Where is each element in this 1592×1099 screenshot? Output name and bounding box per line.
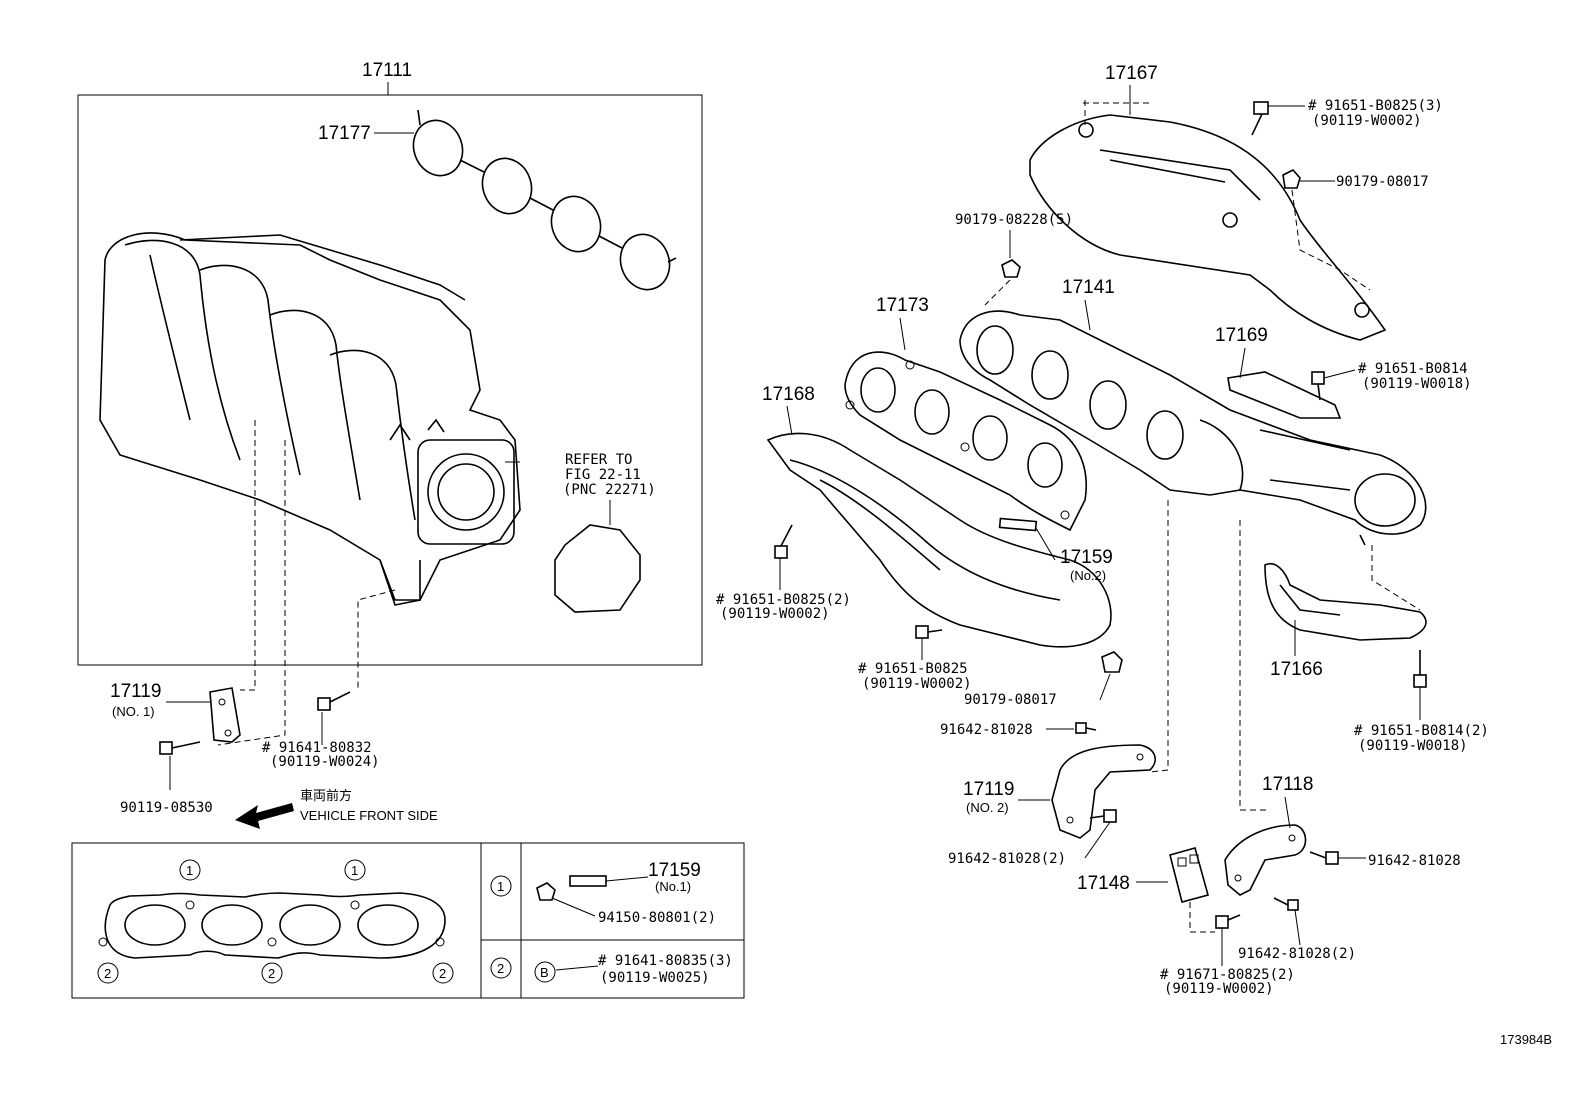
stud-17159-no2	[998, 517, 1056, 561]
bolt-90119-08530	[159, 741, 201, 790]
label-17119-no2: 17119	[963, 779, 1014, 800]
bolt-91651-b0825-2	[774, 524, 793, 590]
label-17169: 17169	[1215, 325, 1268, 346]
heat-insulator-17166	[1264, 563, 1427, 641]
front-label-jp: 車両前方	[300, 788, 352, 803]
label-17141: 17141	[1062, 277, 1115, 298]
bolt-91651-b0814	[1311, 369, 1356, 401]
label-91642-81028-b: 91642-81028	[1368, 853, 1461, 869]
nut-90179-08017-top	[1282, 169, 1335, 189]
label-17166: 17166	[1270, 659, 1323, 680]
legend-marker-2a: 2	[104, 966, 111, 981]
label-17177: 17177	[318, 123, 371, 144]
label-90179-08228: 90179-08228(5)	[955, 212, 1073, 228]
exhaust-manifold-17141	[959, 310, 1427, 546]
label-91642-81028-2a: 91642-81028(2)	[948, 851, 1066, 867]
front-label-en: VEHICLE FRONT SIDE	[300, 808, 438, 823]
bracket-17169	[1227, 371, 1342, 419]
label-90119-w0002-a: (90119-W0002)	[1312, 113, 1422, 129]
refer-line1: REFER TO	[565, 452, 632, 468]
label-17118: 17118	[1262, 774, 1313, 795]
bolt-91642-81028-b	[1309, 851, 1366, 865]
label-91641-80835: # 91641-80835(3)	[598, 953, 733, 969]
vehicle-front-arrow	[235, 803, 294, 829]
label-90119-w0002-d: (90119-W0002)	[1164, 981, 1274, 997]
bracket-17118	[1224, 824, 1307, 896]
refer-line2: FIG 22-11	[565, 467, 641, 483]
label-17173: 17173	[876, 295, 929, 316]
bolt-91651-b0825	[915, 625, 943, 660]
label-17159-no1: 17159	[648, 860, 701, 881]
bolt-91642-81028-2b	[1273, 897, 1301, 946]
nut-90179-08017-bottom	[1099, 651, 1123, 701]
refer-line3: (PNC 22271)	[563, 482, 656, 498]
gasket-17177	[412, 109, 677, 291]
bolt-91651-b0825-3	[1251, 101, 1305, 136]
intake-manifold-group: 17111 17177	[77, 60, 703, 746]
bolt-91642-81028-a	[1075, 722, 1097, 734]
label-90119-w0025: (90119-W0025)	[600, 970, 710, 986]
label-91651-b0825-3: # 91651-B0825(3)	[1308, 98, 1443, 114]
label-91641-80832: # 91641-80832	[262, 740, 372, 756]
intake-manifold-body	[99, 232, 521, 606]
label-17159-no2-sub: (No.2)	[1070, 568, 1106, 583]
bolt-91671-80825-2	[1215, 914, 1241, 966]
label-91671-80825-2: # 91671-80825(2)	[1160, 967, 1295, 983]
diagram-id: 173984B	[1500, 1032, 1552, 1047]
throttle-gasket	[554, 500, 641, 613]
legend-marker-1b: 1	[351, 863, 358, 878]
gasket-legend-box: 1 1 2 2 2 1 2 17159 (No.1) 94150-80801(2…	[71, 842, 745, 999]
bracket-17119-no2	[1051, 744, 1156, 839]
label-90119-w0002-c: (90119-W0002)	[862, 676, 972, 692]
bolt-91651-b0814-2	[1413, 650, 1427, 720]
heat-insulator-17168	[766, 432, 1112, 648]
label-91651-b0814: # 91651-B0814	[1358, 361, 1468, 377]
label-91651-b0825: # 91651-B0825	[858, 661, 968, 677]
intake-manifold-frame	[77, 94, 703, 666]
legend-row-1-marker: 1	[497, 879, 504, 894]
heat-insulator-17167	[1029, 100, 1387, 341]
legend-marker-2b: 2	[268, 966, 275, 981]
legend-row-2-marker: 2	[497, 961, 504, 976]
legend-marker-1a: 1	[186, 863, 193, 878]
label-90119-w0018-b: (90119-W0018)	[1358, 738, 1468, 754]
bolt-91641-80832	[317, 691, 351, 745]
label-90179-08017-bottom: 90179-08017	[964, 692, 1057, 708]
label-90119-w0018-a: (90119-W0018)	[1362, 376, 1472, 392]
gasket-17173	[844, 351, 1087, 532]
label-91651-b0814-2: # 91651-B0814(2)	[1354, 723, 1489, 739]
label-90119-w0024: (90119-W0024)	[270, 754, 380, 770]
label-90179-08017-top: 90179-08017	[1336, 174, 1429, 190]
label-17111: 17111	[362, 60, 412, 81]
label-91642-81028-2b: 91642-81028(2)	[1238, 946, 1356, 962]
label-90119-w0002-b: (90119-W0002)	[720, 606, 830, 622]
label-94150-80801: 94150-80801(2)	[598, 910, 716, 926]
bracket-17119-no1	[209, 687, 241, 743]
nut-90179-08228	[984, 259, 1021, 306]
label-90119-08530: 90119-08530	[120, 800, 213, 816]
label-17167: 17167	[1105, 63, 1158, 84]
legend-marker-b: B	[540, 965, 549, 980]
label-91642-81028-a: 91642-81028	[940, 722, 1033, 738]
label-91651-b0825-2: # 91651-B0825(2)	[716, 592, 851, 608]
label-17119-no1: 17119	[110, 681, 161, 702]
label-17119-no1-sub: (NO. 1)	[112, 704, 155, 719]
label-17119-no2-sub: (NO. 2)	[966, 800, 1009, 815]
plate-17148	[1169, 847, 1215, 933]
label-17168: 17168	[762, 384, 815, 405]
label-17159-no2: 17159	[1060, 547, 1113, 568]
legend-marker-2c: 2	[439, 966, 446, 981]
label-17159-no1-sub: (No.1)	[655, 879, 691, 894]
label-17148: 17148	[1077, 873, 1130, 894]
bolt-91642-81028-2a	[1084, 809, 1117, 859]
